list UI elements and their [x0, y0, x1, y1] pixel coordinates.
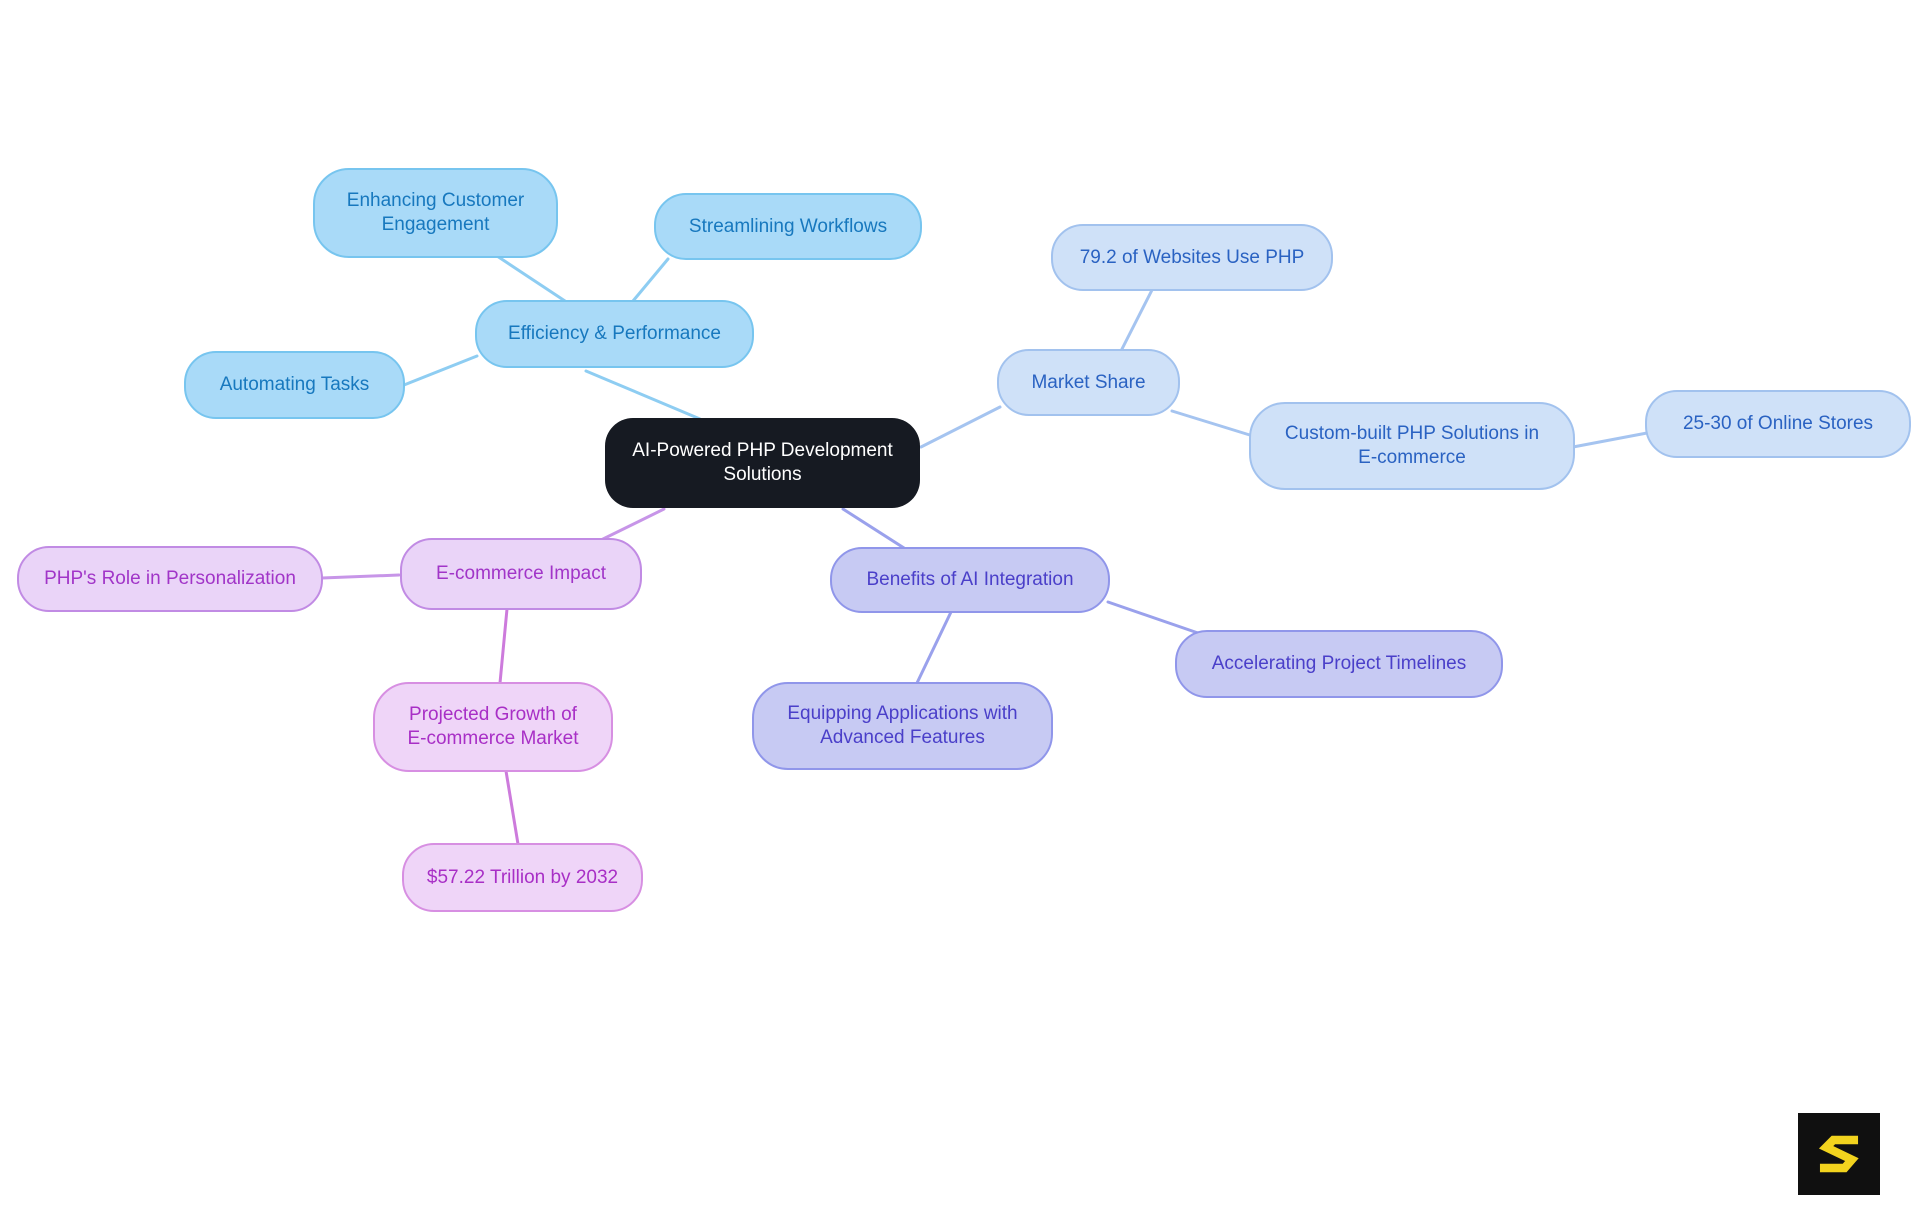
edge-benefits-features [915, 610, 953, 685]
edge-ecommerce-personalization [320, 573, 401, 580]
edge-root-ecommerce [599, 507, 666, 542]
node-market-share[interactable]: Market Share [997, 349, 1180, 416]
node-custom-built-php-solutions-label: Custom-built PHP Solutions in E-commerce [1284, 423, 1540, 468]
brand-logo [1798, 1113, 1880, 1195]
edge-market-php-usage [1120, 288, 1154, 351]
node-projected-growth[interactable]: Projected Growth of E-commerce Market [373, 682, 613, 772]
node-equipping-advanced-features[interactable]: Equipping Applications with Advanced Fea… [752, 682, 1053, 770]
node-equipping-advanced-features-label: Equipping Applications with Advanced Fea… [787, 703, 1018, 748]
node-ecommerce-impact-label: E-commerce Impact [436, 563, 606, 585]
node-php-usage-stat-label: 79.2 of Websites Use PHP [1079, 246, 1305, 268]
node-accelerating-project-timelines-label: Accelerating Project Timelines [1211, 653, 1467, 675]
node-root[interactable]: AI-Powered PHP Development Solutions [605, 418, 920, 508]
edge-efficiency-root [584, 369, 702, 421]
edge-custom-built-online-stores [1571, 431, 1649, 449]
node-ecommerce-impact[interactable]: E-commerce Impact [400, 538, 642, 610]
node-trillion-2032-stat[interactable]: $57.22 Trillion by 2032 [402, 843, 643, 912]
node-automating-tasks[interactable]: Automating Tasks [184, 351, 405, 419]
edge-benefits-timelines [1106, 600, 1200, 635]
node-efficiency-performance[interactable]: Efficiency & Performance [475, 300, 754, 368]
node-php-role-personalization-label: PHP's Role in Personalization [44, 568, 296, 590]
node-enhancing-customer-engagement[interactable]: Enhancing Customer Engagement [313, 168, 558, 258]
brand-s-icon [1818, 1135, 1859, 1173]
node-benefits-ai-integration[interactable]: Benefits of AI Integration [830, 547, 1110, 613]
node-root-label: AI-Powered PHP Development Solutions [632, 440, 893, 485]
edge-market-custom-built [1170, 409, 1255, 438]
node-online-stores-stat-label: 25-30 of Online Stores [1682, 413, 1874, 435]
edge-root-benefits [841, 507, 906, 550]
node-streamlining-workflows[interactable]: Streamlining Workflows [654, 193, 922, 260]
node-efficiency-performance-label: Efficiency & Performance [508, 323, 721, 345]
edge-enhancing-efficiency [495, 254, 567, 303]
node-automating-tasks-label: Automating Tasks [219, 374, 370, 396]
edge-growth-trillion [504, 769, 520, 846]
edge-root-market [919, 405, 1002, 449]
node-custom-built-php-solutions[interactable]: Custom-built PHP Solutions in E-commerce [1249, 402, 1575, 490]
edge-ecommerce-growth [498, 607, 509, 685]
edge-streamlining-efficiency [631, 257, 670, 303]
node-streamlining-workflows-label: Streamlining Workflows [688, 215, 888, 237]
node-trillion-2032-stat-label: $57.22 Trillion by 2032 [426, 866, 619, 888]
node-market-share-label: Market Share [1031, 371, 1146, 393]
node-enhancing-customer-engagement-label: Enhancing Customer Engagement [346, 190, 525, 235]
node-online-stores-stat[interactable]: 25-30 of Online Stores [1645, 390, 1911, 458]
node-php-role-personalization[interactable]: PHP's Role in Personalization [17, 546, 323, 612]
node-accelerating-project-timelines[interactable]: Accelerating Project Timelines [1175, 630, 1503, 698]
node-benefits-ai-integration-label: Benefits of AI Integration [866, 569, 1074, 591]
node-php-usage-stat[interactable]: 79.2 of Websites Use PHP [1051, 224, 1333, 291]
edge-automating-efficiency [402, 354, 479, 387]
node-projected-growth-label: Projected Growth of E-commerce Market [407, 704, 579, 749]
